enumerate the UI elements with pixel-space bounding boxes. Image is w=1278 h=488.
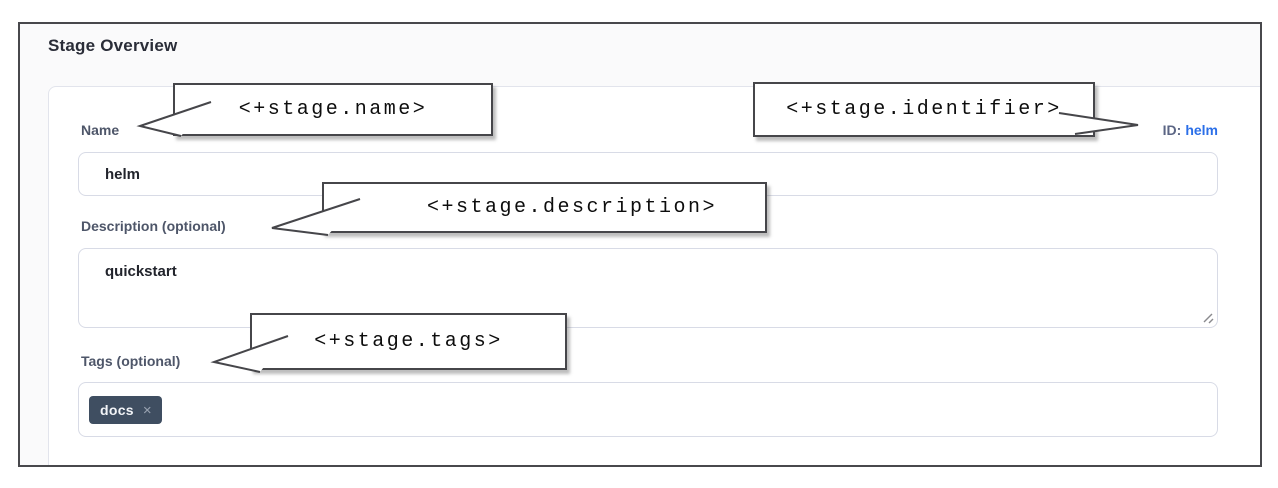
tag-chip-text: docs xyxy=(100,402,134,418)
tags-label: Tags (optional) xyxy=(81,353,181,369)
callout-text: <+stage.name> xyxy=(238,98,428,121)
callout-tail xyxy=(1058,112,1139,135)
name-label: Name xyxy=(81,122,120,138)
annotation-callout-stage-identifier: <+stage.identifier> xyxy=(753,82,1139,137)
callout-tail xyxy=(136,101,212,137)
callout-tail xyxy=(271,198,361,236)
description-label: Description (optional) xyxy=(81,218,226,234)
stage-id-row: ID:helm xyxy=(1163,122,1218,138)
annotation-callout-stage-name: <+stage.name> xyxy=(136,83,493,137)
annotation-callout-stage-tags: <+stage.tags> xyxy=(210,313,567,373)
resize-handle-icon[interactable] xyxy=(1202,312,1214,324)
callout-text: <+stage.tags> xyxy=(314,330,503,353)
description-field-wrap: quickstart xyxy=(78,248,1218,328)
tag-chip: docs × xyxy=(89,396,162,424)
callout-text: <+stage.description> xyxy=(426,196,718,219)
callout-tail xyxy=(210,335,289,373)
id-value-link[interactable]: helm xyxy=(1185,122,1218,138)
annotation-callout-stage-description: <+stage.description> xyxy=(271,182,767,236)
stage-overview-panel: Stage Overview Name ID:helm Description … xyxy=(18,22,1262,467)
tags-input[interactable]: docs × xyxy=(78,382,1218,437)
remove-tag-icon[interactable]: × xyxy=(142,401,152,419)
callout-text: <+stage.identifier> xyxy=(786,98,1062,121)
description-textarea[interactable]: quickstart xyxy=(78,248,1218,328)
page-title: Stage Overview xyxy=(48,36,178,55)
id-label: ID: xyxy=(1162,122,1182,138)
